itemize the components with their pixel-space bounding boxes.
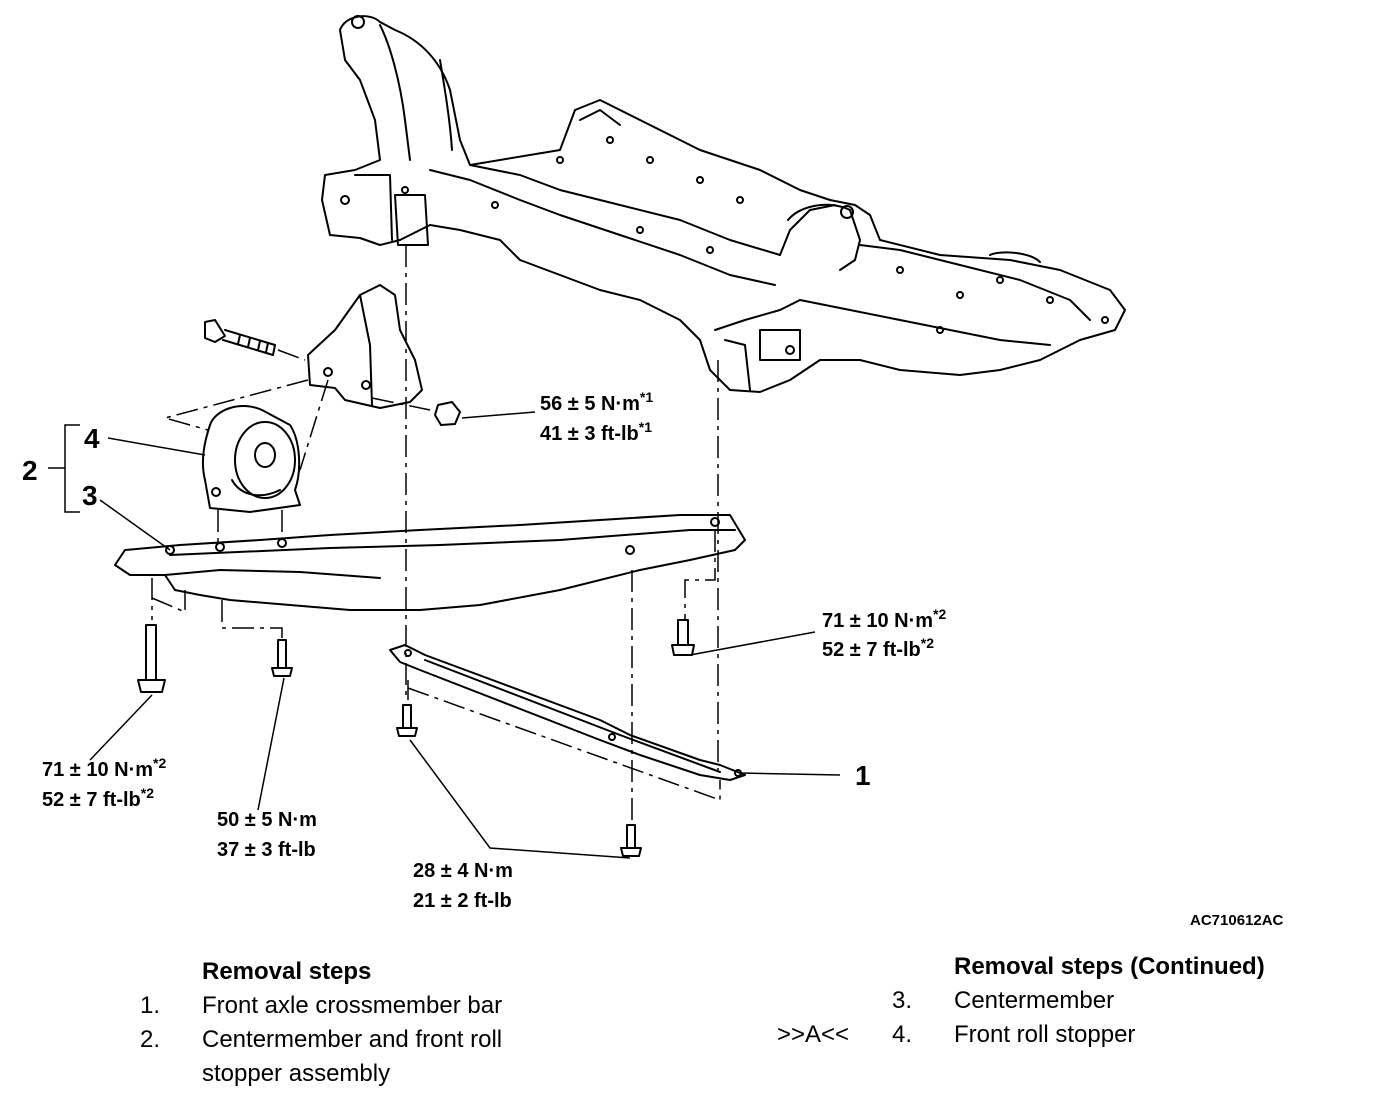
bolt-bar-left <box>396 704 418 737</box>
svg-text:52 ± 7 ft-lb*2: 52 ± 7 ft-lb*2 <box>42 785 154 811</box>
front-roll-stopper-bracket <box>307 284 423 409</box>
svg-text:28 ± 4 N·m: 28 ± 4 N·m <box>413 860 513 882</box>
torque-label-4: 28 ± 4 N·m 21 ± 2 ft-lb <box>413 860 513 912</box>
svg-text:50 ± 5 N·m: 50 ± 5 N·m <box>217 809 317 831</box>
torque-label-1: 56 ± 5 N·m*1 41 ± 3 ft-lb*1 <box>540 389 653 445</box>
leader-lines <box>48 411 841 859</box>
front-subframe <box>321 15 1126 393</box>
torque-label-2-left: 71 ± 10 N·m*2 52 ± 7 ft-lb*2 <box>42 755 166 811</box>
bolt-center-left <box>271 639 293 677</box>
front-roll-stopper <box>201 405 301 513</box>
centermember <box>114 514 746 611</box>
callout-3: 3 <box>82 480 98 511</box>
removal-steps-continued-heading: Removal steps (Continued) <box>954 953 1265 980</box>
step-item: 2. Centermember and front roll <box>140 1026 503 1053</box>
svg-text:71 ± 10 N·m*2: 71 ± 10 N·m*2 <box>822 606 946 632</box>
bolt-bar-right <box>620 824 642 857</box>
torque-label-3: 50 ± 5 N·m 37 ± 3 ft-lb <box>217 809 317 861</box>
removal-steps-continued: Removal steps (Continued) 3. Centermembe… <box>777 950 1265 1052</box>
callout-4: 4 <box>84 423 100 454</box>
svg-text:56 ± 5 N·m*1: 56 ± 5 N·m*1 <box>540 389 653 415</box>
removal-steps: Removal steps 1. Front axle crossmember … <box>140 955 502 1091</box>
procedure-mark: >>A<< <box>777 1021 850 1048</box>
assembly-lines <box>151 245 721 825</box>
bolt-right <box>671 619 695 656</box>
torque-label-2-right: 71 ± 10 N·m*2 52 ± 7 ft-lb*2 <box>822 606 946 661</box>
figure-reference: AC710612AC <box>1190 912 1284 929</box>
bolt-left <box>137 624 166 693</box>
removal-steps-heading: Removal steps <box>202 958 372 985</box>
step-item: 1. Front axle crossmember bar <box>140 992 503 1019</box>
svg-text:71 ± 10 N·m*2: 71 ± 10 N·m*2 <box>42 755 166 781</box>
step-item-continuation: stopper assembly <box>202 1060 391 1087</box>
step-item: 3. Centermember <box>892 987 1115 1014</box>
svg-text:41 ± 3 ft-lb*1: 41 ± 3 ft-lb*1 <box>540 419 652 445</box>
callout-1: 1 <box>855 760 871 791</box>
mount-nut <box>434 401 461 426</box>
svg-text:52 ± 7 ft-lb*2: 52 ± 7 ft-lb*2 <box>822 635 934 661</box>
step-item: >>A<< 4. Front roll stopper <box>777 1018 1265 1052</box>
callout-2: 2 <box>22 455 38 486</box>
svg-text:37 ± 3 ft-lb: 37 ± 3 ft-lb <box>217 839 316 861</box>
svg-text:21 ± 2 ft-lb: 21 ± 2 ft-lb <box>413 890 512 912</box>
mount-bolt <box>204 319 276 356</box>
front-axle-crossmember-bar <box>389 644 746 781</box>
